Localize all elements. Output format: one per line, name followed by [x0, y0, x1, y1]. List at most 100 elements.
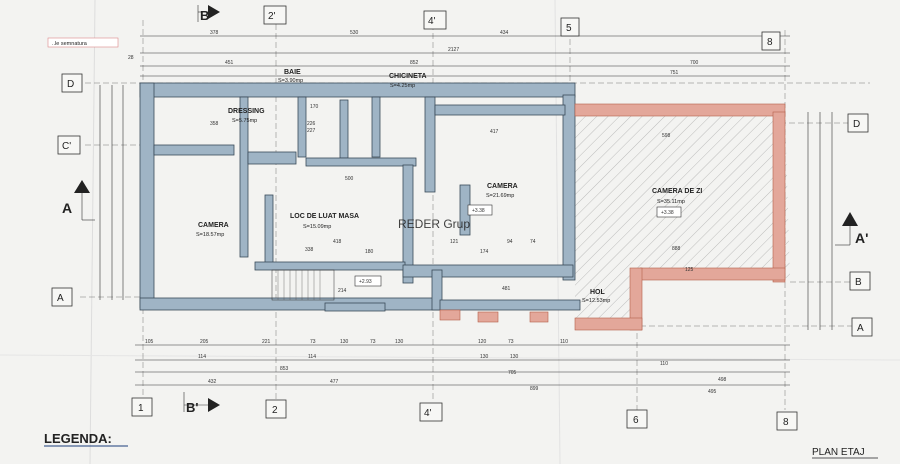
axis-markers-top: 2' 4' 5 8 — [263, 5, 781, 51]
room-dressing-name: DRESSING — [228, 108, 265, 115]
dim-b1: 205 — [200, 339, 209, 345]
section-a-label: A — [62, 200, 72, 216]
section-b-top-label: B — [200, 8, 209, 23]
bottom-dimensions: 105 205 221 73 130 73 130 120 73 110 110… — [135, 339, 790, 395]
dim-b5: 73 — [370, 339, 376, 345]
dim-378: 378 — [210, 30, 219, 36]
dim-b7: 120 — [478, 339, 487, 345]
dim-434: 434 — [500, 30, 509, 36]
legend-title: LEGENDA: — [44, 431, 112, 446]
axis-1: 1 — [138, 403, 144, 414]
level-1: +3.38 — [472, 208, 485, 214]
dim-b10: 110 — [660, 361, 668, 367]
dim-b16: 477 — [330, 379, 339, 385]
room-camera-2-area: S=18.57mp — [196, 232, 224, 238]
axis-top-4p: 4' — [428, 16, 436, 27]
room-labels: BAIE S=3.90mp CHICINETA S=4.25mp DRESSIN… — [196, 69, 702, 304]
room-camera-de-zi-name: CAMERA DE ZI — [652, 188, 702, 195]
axis-left-a: A — [57, 293, 64, 304]
dim-i5: 500 — [345, 176, 354, 182]
axis-markers-side: D C' A D B A — [51, 73, 873, 337]
dim-b13: 130 — [480, 354, 489, 360]
dim-i14: 214 — [338, 288, 347, 294]
stamp-note: ..le semnatura — [47, 37, 119, 48]
axis-top-8: 8 — [767, 37, 773, 48]
dim-451: 451 — [225, 60, 234, 66]
watermark-text: REDER Grup — [398, 217, 470, 231]
dim-i1: 170 — [310, 104, 319, 110]
dim-i2: 226 — [307, 121, 316, 127]
section-marker-right: A' — [835, 212, 868, 246]
room-baie-area: S=3.90mp — [278, 78, 303, 84]
level-3: +2.93 — [359, 279, 372, 285]
dim-i8: 174 — [480, 249, 489, 255]
axis-6: 6 — [633, 415, 639, 426]
dim-28: 28 — [128, 55, 134, 61]
axis-4p: 4' — [424, 408, 432, 419]
section-b-bottom-label: B' — [186, 400, 198, 415]
dim-i16: 888 — [672, 246, 681, 252]
walls — [139, 82, 581, 312]
dim-b19: 432 — [208, 379, 217, 385]
dim-i18: 125 — [685, 267, 694, 273]
section-marker-top: B — [197, 5, 220, 23]
room-hol-name: HOL — [590, 289, 606, 296]
dim-i17: 598 — [662, 133, 671, 139]
dim-b4: 130 — [340, 339, 349, 345]
dim-i9: 94 — [507, 239, 513, 245]
room-baie-name: BAIE — [284, 69, 301, 76]
dim-b20: 899 — [530, 386, 539, 392]
room-chicineta-area: S=4.25mp — [390, 83, 415, 89]
dim-b8: 73 — [508, 339, 514, 345]
dim-b14: 130 — [510, 354, 519, 360]
room-camera-area: S=21.69mp — [486, 193, 514, 199]
axis-8: 8 — [783, 417, 789, 428]
dim-i11: 418 — [333, 239, 342, 245]
sheet-title: PLAN ETAJ — [812, 447, 865, 458]
dim-i15: 481 — [502, 286, 511, 292]
dim-b6: 130 — [395, 339, 404, 345]
top-dimensions: 378 530 434 2127 451 852 700 751 28 — [128, 30, 790, 77]
room-hol-area: S=12.53mp — [582, 298, 610, 304]
axis-right-a: A — [857, 323, 864, 334]
dim-b21: 495 — [708, 389, 717, 395]
room-chicineta-name: CHICINETA — [389, 73, 427, 80]
room-loc-masa-area: S=15.09mp — [303, 224, 331, 230]
axis-right-b: B — [855, 277, 862, 288]
axis-2: 2 — [272, 405, 278, 416]
axis-left-c: C' — [62, 141, 71, 152]
dim-i3: 227 — [307, 128, 316, 134]
dim-700: 700 — [690, 60, 699, 66]
dim-751: 751 — [670, 70, 679, 76]
section-marker-bottom: B' — [183, 392, 220, 415]
dim-b2: 221 — [262, 339, 271, 345]
dim-i7: 121 — [450, 239, 459, 245]
axis-right-d: D — [853, 119, 860, 130]
room-camera-2-name: CAMERA — [198, 222, 229, 229]
dim-b12: 114 — [308, 354, 316, 360]
axis-markers-bottom: 1 2 4' 6 8 — [131, 397, 798, 431]
section-a-prime-label: A' — [855, 230, 868, 246]
level-markers: +3.38 +3.38 +2.93 — [354, 204, 682, 287]
staircase — [271, 269, 335, 301]
room-camera-name: CAMERA — [487, 183, 518, 190]
room-loc-masa-name: LOC DE LUAT MASA — [290, 213, 359, 220]
stamp-text: ..le semnatura — [52, 41, 88, 47]
dim-i10: 74 — [530, 239, 536, 245]
dim-852: 852 — [410, 60, 419, 66]
room-dressing-area: S=5.75mp — [232, 118, 257, 124]
dim-i12: 338 — [305, 247, 314, 253]
dim-b0: 105 — [145, 339, 154, 345]
dim-i13: 180 — [365, 249, 374, 255]
level-2: +3.38 — [661, 210, 674, 216]
room-camera-de-zi-area: S=35.11mp — [657, 199, 685, 205]
axis-top-5: 5 — [566, 23, 572, 34]
dim-530: 530 — [350, 30, 359, 36]
brick-walls — [439, 103, 786, 331]
side-dimensions — [99, 85, 833, 330]
section-marker-left: A — [62, 180, 95, 221]
dim-b17: 705 — [508, 370, 517, 376]
dim-i6: 417 — [490, 129, 499, 135]
